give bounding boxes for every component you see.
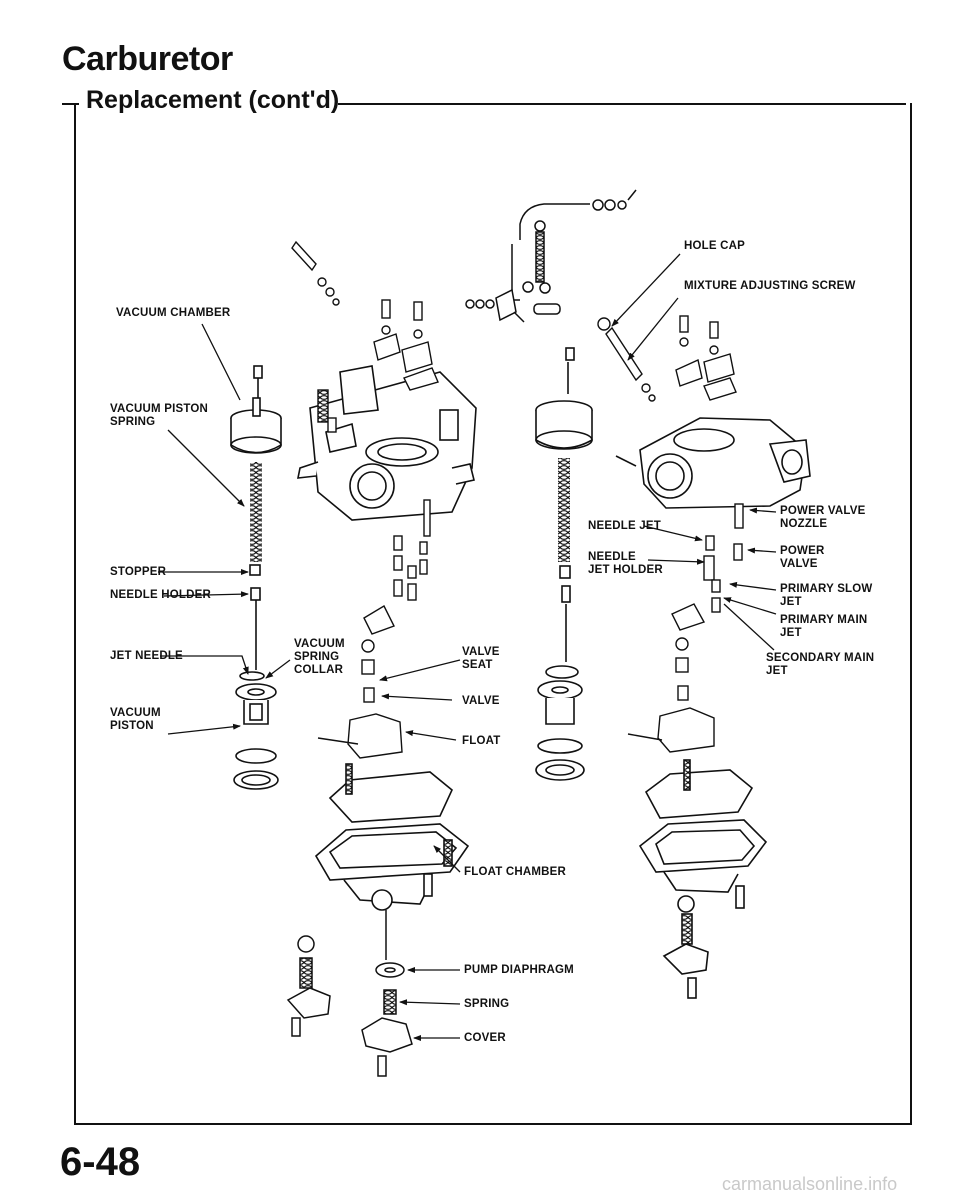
label-primary-slow-jet-line2: JET (780, 596, 802, 608)
label-power-valve-nozzle-line2: NOZZLE (780, 518, 828, 530)
label-vacuum-piston-line2: PISTON (110, 720, 154, 732)
accelerator-pump-left (286, 910, 413, 1077)
label-valve-seat-line2: SEAT (462, 659, 493, 671)
label-valve: VALVE (462, 695, 500, 707)
vacuum-chamber-assembly-center (535, 347, 593, 781)
label-secondary-main-jet-line2: JET (766, 665, 788, 677)
label-power-valve-nozzle-line1: POWER VALVE (780, 505, 866, 517)
label-vacuum-piston-line1: VACUUM (110, 707, 161, 719)
label-vacuum-spring-collar-line3: COLLAR (294, 664, 344, 676)
label-needle-jet-holder-line2: JET HOLDER (588, 564, 663, 576)
section-rule-right (338, 103, 906, 105)
carburetor-body-left (297, 365, 477, 521)
label-jet-needle: JET NEEDLE (110, 650, 183, 662)
label-vacuum-piston-spring-line2: SPRING (110, 416, 156, 428)
label-vacuum-piston-spring-line1: VACUUM PISTON (110, 403, 209, 415)
label-vacuum-spring-collar-line2: SPRING (294, 651, 340, 663)
label-vacuum-spring-collar-line1: VACUUM (294, 638, 345, 650)
label-float-chamber: FLOAT CHAMBER (464, 866, 567, 878)
label-spring: SPRING (464, 998, 510, 1010)
choke-linkage-center (465, 189, 637, 323)
page-number: 6-48 (60, 1140, 141, 1184)
section-rule-left (62, 103, 79, 105)
watermark-link[interactable]: carmanualsonline.info (722, 1174, 898, 1194)
label-float: FLOAT (462, 735, 501, 747)
label-mixture-adjusting-screw: MIXTURE ADJUSTING SCREW (684, 280, 856, 292)
label-hole-cap: HOLE CAP (684, 240, 746, 252)
diagram-frame (74, 103, 912, 1125)
label-valve-seat-line1: VALVE (462, 646, 500, 658)
leader-lines (158, 253, 777, 1041)
label-secondary-main-jet-line1: SECONDARY MAIN (766, 652, 875, 664)
label-vacuum-chamber: VACUUM CHAMBER (116, 307, 231, 319)
carburetor-body-right (615, 417, 811, 509)
upper-small-parts-left (291, 240, 439, 433)
float-chamber-right (638, 759, 768, 999)
label-power-valve-line1: POWER (780, 545, 825, 557)
label-needle-jet: NEEDLE JET (588, 520, 661, 532)
label-needle-jet-holder-line1: NEEDLE (588, 551, 636, 563)
jets-right (627, 503, 744, 753)
label-pump-diaphragm: PUMP DIAPHRAGM (464, 964, 574, 976)
label-cover: COVER (464, 1032, 506, 1044)
label-stopper: STOPPER (110, 566, 167, 578)
label-primary-main-jet-line1: PRIMARY MAIN (780, 614, 868, 626)
vacuum-chamber-assembly-left (230, 365, 282, 790)
upper-small-parts-right (597, 315, 737, 402)
label-primary-main-jet-line2: JET (780, 627, 802, 639)
section-heading: Replacement (cont'd) (86, 86, 340, 114)
float-chamber-left (314, 763, 470, 911)
label-needle-holder: NEEDLE HOLDER (110, 589, 211, 601)
page-title: Carburetor (62, 40, 233, 78)
jets-and-float-left (317, 499, 431, 759)
label-primary-slow-jet-line1: PRIMARY SLOW (780, 583, 873, 595)
label-power-valve-line2: VALVE (780, 558, 818, 570)
